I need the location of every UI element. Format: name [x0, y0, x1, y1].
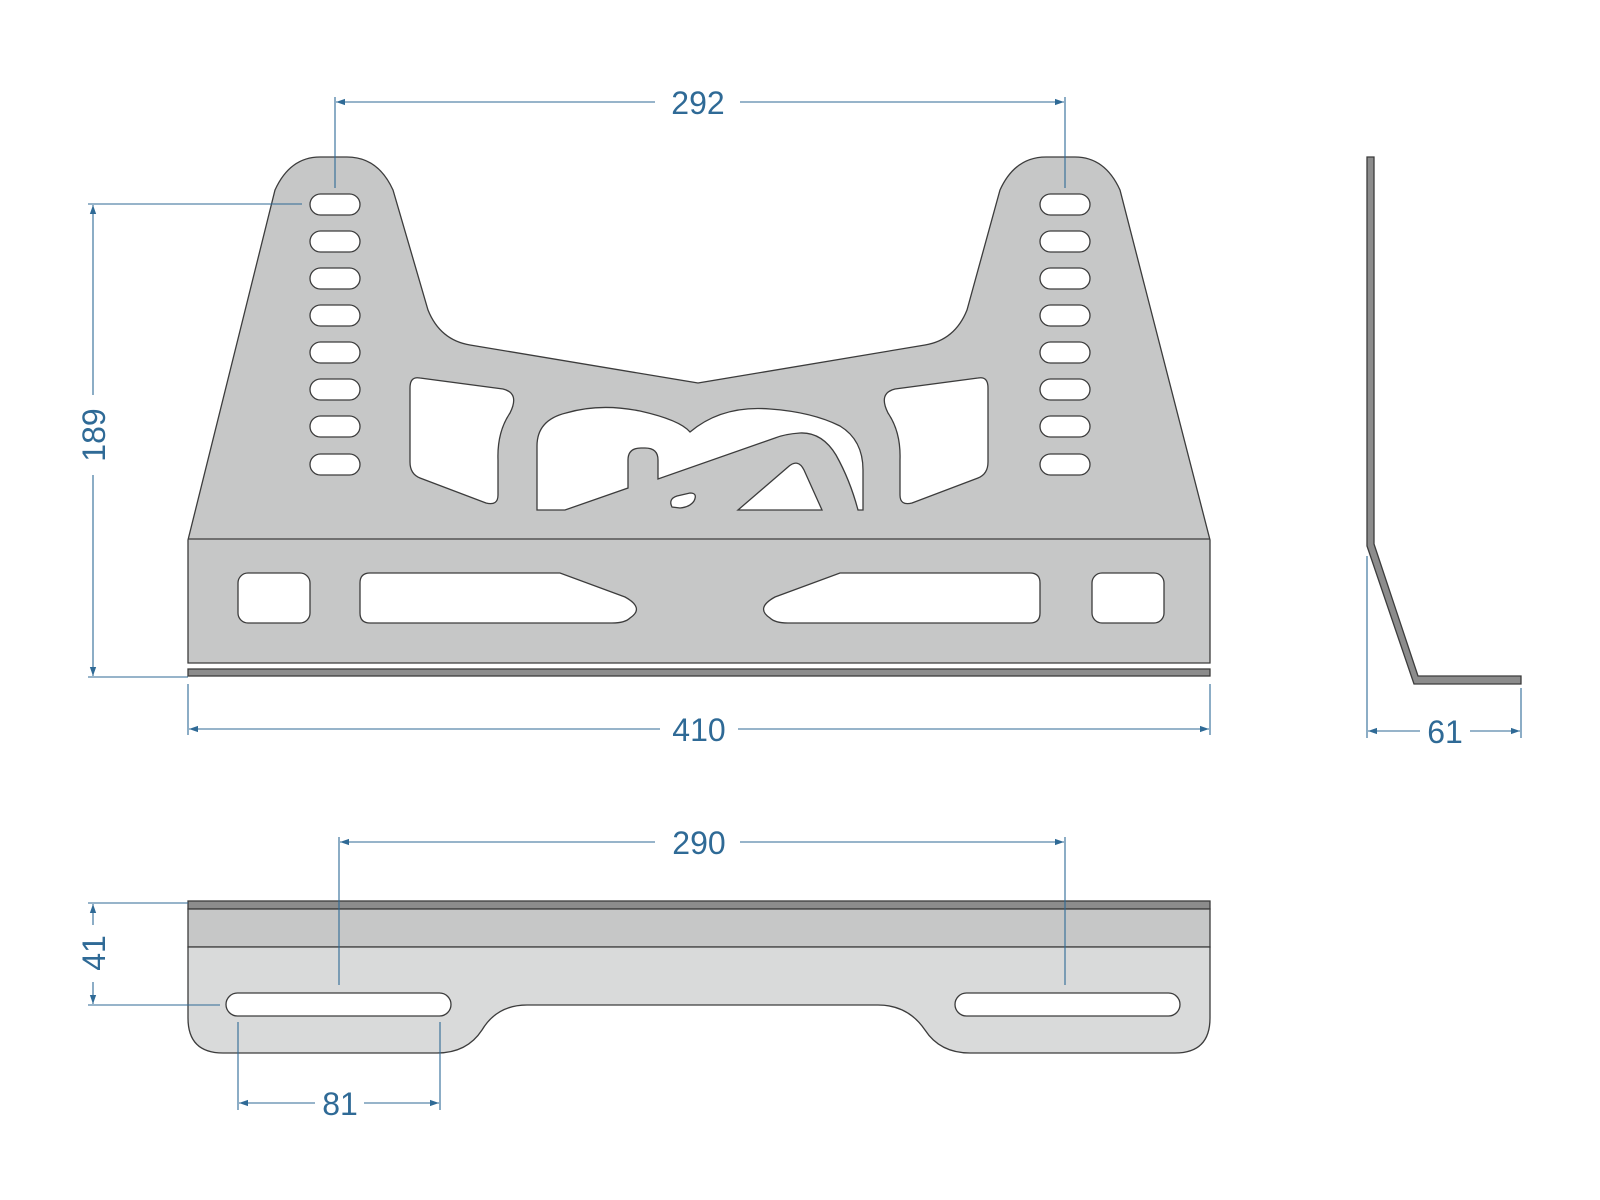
dimension-label-61: 61 — [1427, 714, 1463, 750]
slot-hole — [1039, 341, 1091, 364]
slot-hole — [1039, 415, 1091, 438]
dimension-290: 290 — [338, 825, 1066, 985]
slot-hole — [1039, 230, 1091, 253]
bottom-right-slot — [954, 992, 1181, 1017]
slot-hole — [309, 378, 361, 401]
dimension-189: 189 — [76, 203, 302, 678]
bottom-left-window — [237, 572, 311, 624]
logo-cutout — [536, 406, 864, 511]
front-plate-outline — [187, 156, 1211, 664]
slot-hole — [1039, 378, 1091, 401]
slot-hole — [1039, 453, 1091, 476]
dimension-41: 41 — [76, 902, 220, 1006]
dimension-label-290: 290 — [672, 825, 725, 861]
left-lightening-cutout — [409, 377, 515, 505]
bottom-left-long-window — [359, 572, 637, 624]
right-slot-column — [1039, 193, 1091, 476]
bottom-right-window — [1091, 572, 1165, 624]
side-view — [1366, 156, 1522, 685]
dimension-292: 292 — [334, 85, 1066, 188]
slot-hole — [309, 267, 361, 290]
slot-hole — [309, 415, 361, 438]
logo-triangle-cutout — [736, 462, 824, 511]
dimension-label-81: 81 — [322, 1086, 358, 1122]
slot-hole — [309, 193, 361, 216]
bottom-view-vertical-face — [187, 908, 1211, 948]
dimension-label-41: 41 — [76, 935, 112, 971]
slot-hole — [309, 304, 361, 327]
dimension-410: 410 — [187, 684, 1211, 748]
bottom-view-flange — [187, 946, 1211, 1054]
slot-hole — [309, 341, 361, 364]
bottom-view-edge — [187, 900, 1211, 910]
bottom-left-slot — [225, 992, 452, 1017]
dimension-label-292: 292 — [671, 85, 724, 121]
front-bottom-edge — [187, 668, 1211, 677]
slot-hole — [309, 453, 361, 476]
side-profile — [1366, 156, 1522, 685]
logo-dot-cutout — [670, 492, 696, 509]
slot-hole — [1039, 267, 1091, 290]
dimension-61: 61 — [1366, 556, 1522, 750]
front-view — [187, 156, 1211, 677]
left-slot-column — [309, 193, 361, 476]
dimension-label-410: 410 — [672, 712, 725, 748]
bottom-right-long-window — [763, 572, 1041, 624]
right-lightening-cutout — [883, 377, 989, 505]
slot-hole — [1039, 193, 1091, 216]
dimension-label-189: 189 — [76, 408, 112, 461]
slot-hole — [1039, 304, 1091, 327]
bottom-view — [187, 900, 1211, 1054]
dimension-81: 81 — [237, 1022, 441, 1122]
slot-hole — [309, 230, 361, 253]
